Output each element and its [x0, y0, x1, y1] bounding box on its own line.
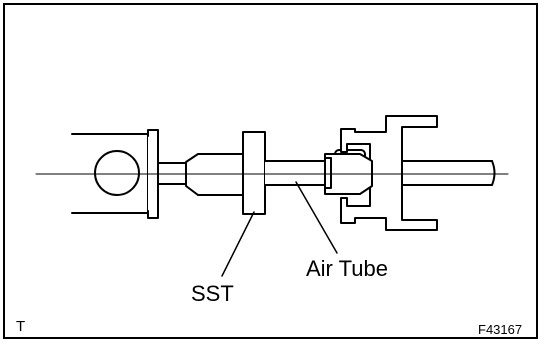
corner-code: T — [16, 318, 26, 335]
air-tube — [264, 160, 326, 186]
fitting-port-circle — [94, 150, 140, 196]
figure-frame — [3, 3, 538, 339]
sst-tool — [242, 131, 266, 215]
figure-id: F43167 — [478, 322, 523, 337]
holder-inner-collar — [324, 157, 332, 189]
sst-leader-line — [221, 211, 255, 277]
tube-holder-bracket — [340, 115, 438, 231]
air-tube-label: Air Tube — [306, 256, 388, 281]
air-tube-leader-line — [295, 181, 338, 254]
rod-end-break — [491, 160, 496, 186]
sst-label: SST — [191, 281, 234, 306]
